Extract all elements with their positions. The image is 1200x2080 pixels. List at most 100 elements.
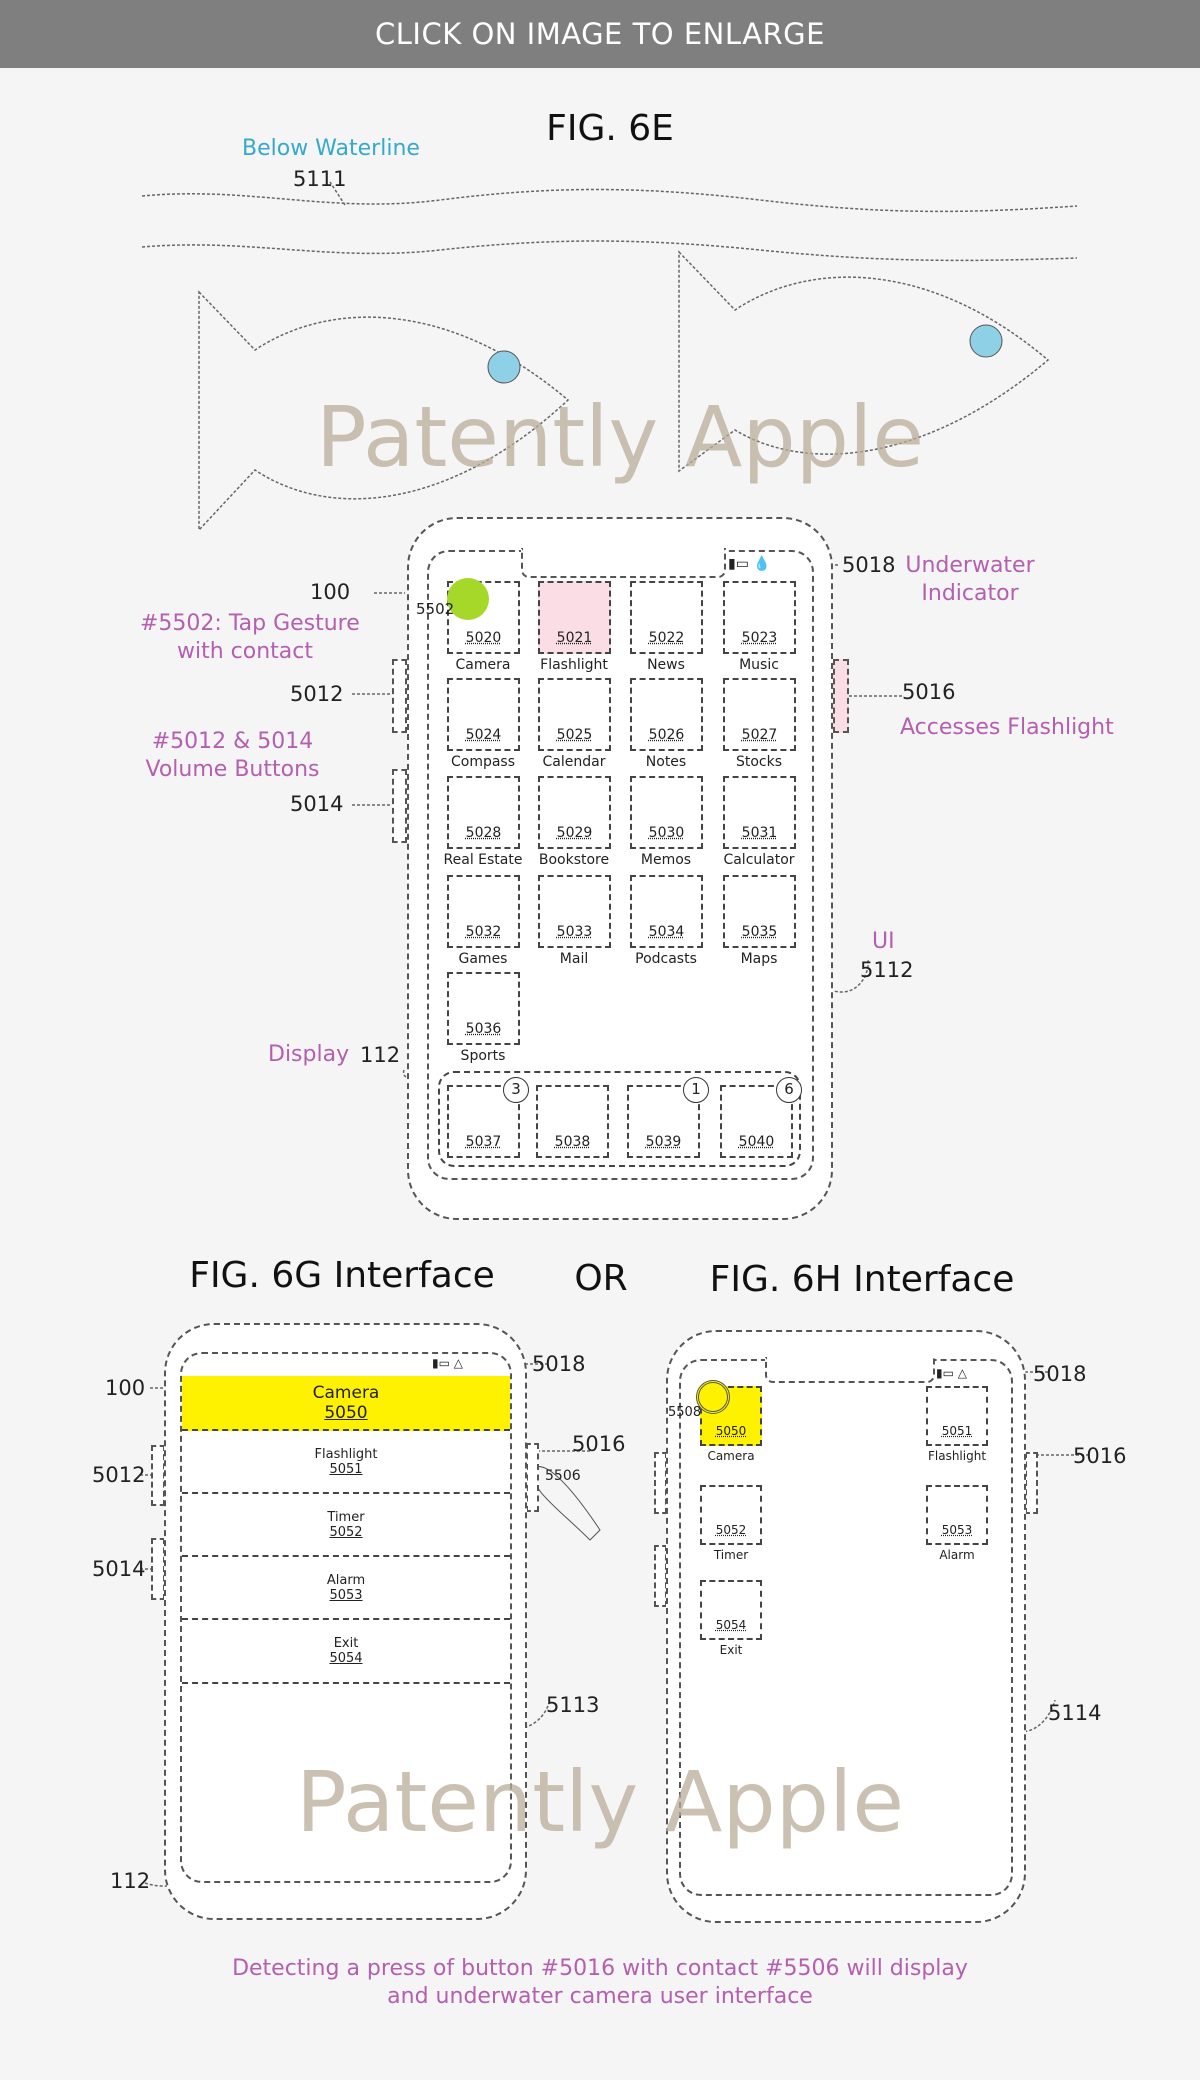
- side-button[interactable]: [833, 659, 849, 733]
- notification-badge: 3: [503, 1077, 529, 1103]
- app-label: Notes: [645, 754, 687, 770]
- water-drop-icon: 💧: [753, 556, 771, 572]
- app-label: Compass: [450, 754, 516, 770]
- app-icon-mail[interactable]: 5033: [538, 875, 611, 948]
- fish-left: [198, 290, 570, 532]
- g-side-button[interactable]: [526, 1443, 539, 1512]
- waterline-label: Below Waterline: [242, 136, 420, 161]
- app-label: Camera: [455, 657, 511, 673]
- app-id: 5036: [465, 1021, 502, 1037]
- menu-row-id: 5052: [329, 1524, 363, 1540]
- side-button-note: Accesses Flashlight: [900, 715, 1114, 740]
- fig-6h-title: FIG. 6H Interface: [709, 1259, 1015, 1300]
- app-id: 5020: [465, 630, 502, 646]
- fish-left-eye: [487, 350, 521, 384]
- app-icon-stocks[interactable]: 5027: [723, 678, 796, 751]
- waterline-ref: 5111: [293, 167, 347, 191]
- wave-upper: [141, 188, 1078, 213]
- h-app-icon-flashlight[interactable]: 5051: [926, 1386, 988, 1446]
- app-id: 5031: [741, 825, 778, 841]
- app-id: 5054: [715, 1618, 747, 1632]
- app-icon-notes[interactable]: 5026: [630, 678, 703, 751]
- menu-row-id: 5051: [329, 1461, 363, 1477]
- menu-row-id: 5053: [329, 1587, 363, 1603]
- menu-row-id: 5050: [324, 1402, 368, 1423]
- app-icon-sports[interactable]: 5036: [447, 972, 520, 1045]
- fish-right: [678, 250, 1050, 473]
- app-icon-calculator[interactable]: 5031: [723, 776, 796, 849]
- app-icon-games[interactable]: 5032: [447, 875, 520, 948]
- h-ui-ref: 5114: [1048, 1701, 1102, 1725]
- h-side-button-ref: 5016: [1073, 1444, 1127, 1468]
- app-label: Real Estate: [443, 852, 523, 868]
- app-id: 5028: [465, 825, 502, 841]
- app-icon-news[interactable]: 5022: [630, 581, 703, 654]
- notification-badge: 1: [683, 1077, 709, 1103]
- app-label: Calendar: [542, 754, 606, 770]
- g-side-button-ref: 5016: [572, 1432, 626, 1456]
- tap-ref: 5502: [416, 600, 455, 618]
- h-app-icon-alarm[interactable]: 5053: [926, 1485, 988, 1545]
- app-label: Games: [458, 951, 508, 967]
- app-icon-calendar[interactable]: 5025: [538, 678, 611, 751]
- volume-up-button[interactable]: [392, 659, 407, 733]
- app-id: 5023: [741, 630, 778, 646]
- app-icon-podcasts[interactable]: 5034: [630, 875, 703, 948]
- menu-row-label: Alarm: [326, 1572, 366, 1588]
- g-volume-up-button[interactable]: [151, 1445, 165, 1506]
- app-icon-music[interactable]: 5023: [723, 581, 796, 654]
- app-label: Alarm: [939, 1548, 975, 1562]
- h-app-icon-timer[interactable]: 5052: [700, 1485, 762, 1545]
- app-label: Exit: [719, 1643, 743, 1657]
- dock-id: 5038: [554, 1134, 591, 1150]
- vol-up-ref: 5012: [290, 682, 344, 706]
- app-label: Sports: [460, 1048, 506, 1064]
- display-ref: 112: [360, 1043, 401, 1067]
- h-app-icon-exit[interactable]: 5054: [700, 1580, 762, 1640]
- menu-row-label: Exit: [333, 1636, 359, 1651]
- app-id: 5027: [741, 727, 778, 743]
- finger: [531, 1466, 601, 1541]
- g-display-ref: 112: [110, 1869, 151, 1893]
- device-ref: 100: [310, 580, 351, 604]
- notification-badge: 6: [776, 1077, 802, 1103]
- caption: Detecting a press of button #5016 with c…: [232, 1956, 968, 2009]
- menu-row-id: 5054: [329, 1651, 363, 1666]
- app-icon-memos[interactable]: 5030: [630, 776, 703, 849]
- app-id: 5033: [556, 924, 593, 940]
- g-ui-ref: 5113: [546, 1693, 600, 1717]
- app-icon-compass[interactable]: 5024: [447, 678, 520, 751]
- h-contact-ref: 5508: [668, 1405, 702, 1420]
- g-vol-up-ref: 5012: [92, 1463, 146, 1487]
- wave-lower: [141, 240, 1078, 262]
- h-notch: [765, 1357, 935, 1383]
- or-label: OR: [574, 1258, 628, 1299]
- app-id: 5029: [556, 825, 593, 841]
- app-icon-bookstore[interactable]: 5029: [538, 776, 611, 849]
- g-contact-ref: 5506: [545, 1468, 581, 1484]
- app-id: 5026: [648, 727, 685, 743]
- app-label: Music: [739, 657, 779, 673]
- app-icon-maps[interactable]: 5035: [723, 875, 796, 948]
- app-label: Memos: [640, 852, 692, 868]
- vol-down-ref: 5014: [290, 792, 344, 816]
- enlarge-banner[interactable]: CLICK ON IMAGE TO ENLARGE: [0, 0, 1200, 68]
- g-volume-down-button[interactable]: [151, 1538, 165, 1600]
- app-icon-flashlight[interactable]: 5021: [538, 581, 611, 654]
- g-device-ref: 100: [105, 1376, 146, 1400]
- dock-icon[interactable]: 5038: [536, 1085, 609, 1158]
- dock-icon[interactable]: 5039: [627, 1085, 700, 1158]
- fish-right-eye: [969, 324, 1003, 358]
- app-id: 5022: [648, 630, 685, 646]
- app-label: Podcasts: [635, 951, 697, 967]
- menu-row-label: Flashlight: [314, 1446, 378, 1462]
- volume-down-button[interactable]: [392, 769, 407, 843]
- app-icon-real-estate[interactable]: 5028: [447, 776, 520, 849]
- h-side-button[interactable]: [1025, 1452, 1038, 1514]
